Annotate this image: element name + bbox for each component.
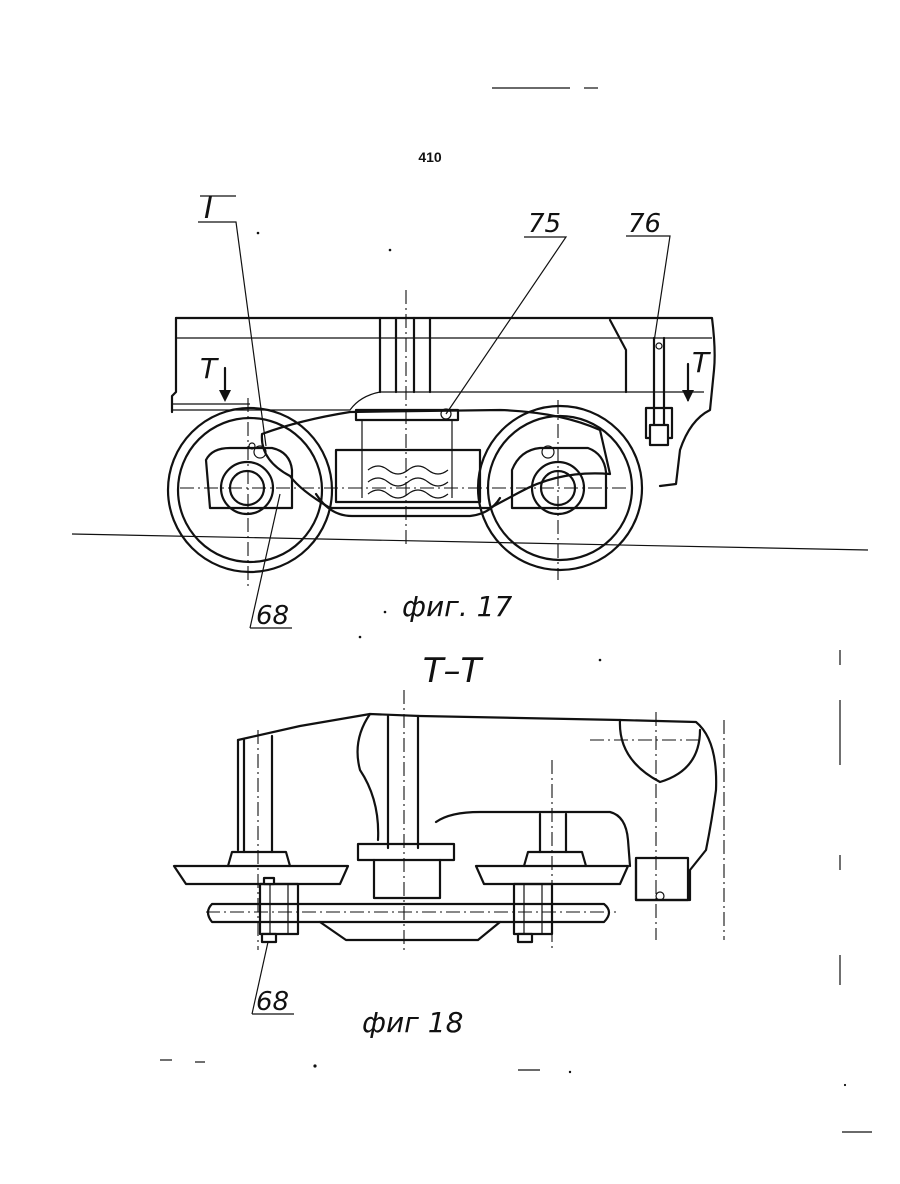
svg-text:T: T — [200, 352, 219, 385]
label-68-fig18: 68 — [256, 987, 289, 1017]
car-body-frame — [176, 318, 715, 486]
center-clamp — [358, 844, 454, 860]
label-75: 75 — [528, 209, 561, 239]
leader-I — [198, 222, 266, 446]
section-mark-left: T — [200, 352, 231, 402]
leader-76 — [626, 236, 670, 342]
figure-17-caption: фиг. 17 — [402, 590, 512, 623]
figure-17-side-view: T T I 75 76 68 фиг. 17 — [72, 191, 868, 631]
figure-18-section-view: T–T — [174, 651, 724, 1039]
leader-75 — [446, 237, 566, 414]
label-68-fig17: 68 — [256, 601, 289, 631]
svg-text:T: T — [692, 346, 711, 379]
axle-beam — [208, 904, 609, 922]
vertical-shafts — [244, 716, 566, 852]
right-bolt-pack — [514, 884, 552, 942]
center-posts — [380, 318, 430, 392]
section-title-TT: T–T — [423, 651, 484, 691]
label-76: 76 — [628, 209, 661, 239]
section-mark-right: T — [682, 346, 711, 402]
page-number: 410 — [418, 149, 442, 165]
section-body-outline — [238, 714, 716, 900]
right-bracket-bolt — [610, 320, 672, 445]
left-wheel — [168, 408, 332, 572]
central-spring-set — [316, 409, 500, 516]
figure-18-caption: фиг 18 — [362, 1006, 463, 1039]
left-spring-pad — [174, 866, 348, 884]
left-bolt-pack — [260, 878, 298, 942]
